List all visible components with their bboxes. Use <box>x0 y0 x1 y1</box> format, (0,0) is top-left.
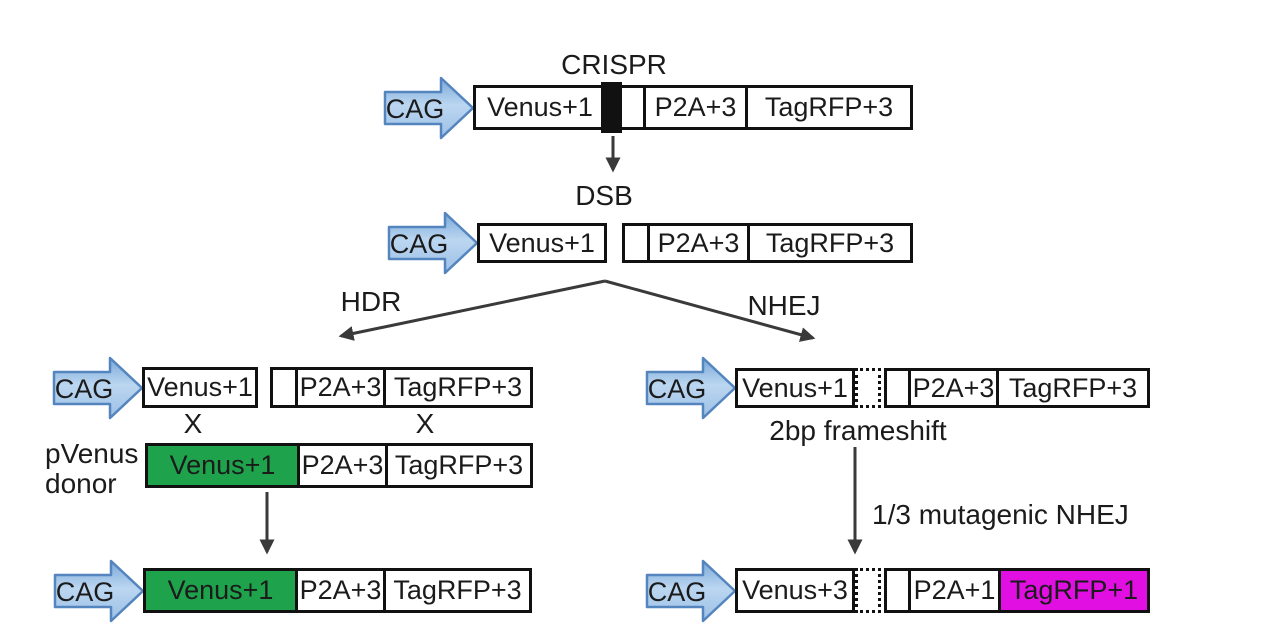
cag-promoter-label: CAG <box>385 93 445 124</box>
cag-promoter-label: CAG <box>389 229 449 259</box>
crispr-label: CRISPR <box>561 49 667 80</box>
donor-name-line1: pVenus <box>45 438 139 469</box>
cag-promoter-arrow <box>383 76 475 139</box>
segment-pvenus-donor-tagrfp3: TagRFP+3 <box>385 443 533 488</box>
segment-nhej-product-venus3: Venus+3 <box>735 568 855 613</box>
segment-target-dsb-tagrfp3: TagRFP+3 <box>747 223 913 263</box>
frameshift-label: 2bp frameshift <box>769 415 947 446</box>
nhej-branch-arrow <box>604 279 816 342</box>
crossover-right: X <box>415 408 435 439</box>
crispr-cut-site-block <box>601 82 622 133</box>
segment-nhej-target-tagrfp3: TagRFP+3 <box>996 368 1150 408</box>
segment-nhej-target-venus1: Venus+1 <box>735 368 855 408</box>
cag-promoter-arrow <box>645 559 737 622</box>
cag-promoter-label: CAG <box>647 576 707 607</box>
segment-nhej-product-p2a1: P2A+1 <box>908 568 1001 613</box>
segment-nhej-product-tagrfp1: TagRFP+1 <box>998 568 1150 613</box>
segment-target-dsb-p2a3: P2A+3 <box>647 223 750 263</box>
segment-hdr-product-p2a3: P2A+3 <box>295 568 386 613</box>
nhej-label: NHEJ <box>747 290 821 321</box>
segment-hdr-product-tagrfp3: TagRFP+3 <box>383 568 532 613</box>
cag-promoter-arrow <box>53 559 145 622</box>
segment-hdr-target-venus1: Venus+1 <box>142 367 258 408</box>
segment-hdr-target-spacer <box>270 367 298 408</box>
segment-nhej-target-spacer <box>884 368 911 408</box>
segment-label: Venus+1 <box>487 92 593 122</box>
cag-promoter-label: CAG <box>647 374 707 404</box>
segment-hdr-target-tagrfp3: TagRFP+3 <box>383 367 533 408</box>
dsb-label: DSB <box>575 180 633 211</box>
indel-dotted-box <box>855 568 881 613</box>
segment-target-dsb-spacer <box>622 223 650 263</box>
segment-target-dsb-venus1: Venus+1 <box>477 223 607 263</box>
cag-promoter-arrow <box>387 211 479 275</box>
hdr-branch-arrow <box>338 279 606 341</box>
cag-promoter-arrow <box>645 356 737 420</box>
segment-pvenus-donor-venus1: Venus+1 <box>145 443 300 488</box>
mutagenic-nhej-label: 1/3 mutagenic NHEJ <box>872 499 1129 530</box>
segment-hdr-product-venus1: Venus+1 <box>143 568 298 613</box>
donor-name-line2: donor <box>45 468 117 499</box>
segment-hdr-target-p2a3: P2A+3 <box>295 367 386 408</box>
crossover-left: X <box>183 408 203 439</box>
segment-target-intact-tagrfp3: TagRFP+3 <box>745 85 913 130</box>
segment-target-intact-p2a3: P2A+3 <box>643 85 748 130</box>
cag-promoter-arrow <box>52 356 144 419</box>
hdr-label: HDR <box>340 286 402 317</box>
segment-pvenus-donor-p2a3: P2A+3 <box>297 443 388 488</box>
segment-nhej-product-spacer <box>884 568 911 613</box>
cag-promoter-label: CAG <box>54 373 114 404</box>
segment-nhej-target-p2a3: P2A+3 <box>908 368 999 408</box>
cag-promoter-label: CAG <box>55 576 115 607</box>
indel-dotted-box <box>855 368 881 408</box>
